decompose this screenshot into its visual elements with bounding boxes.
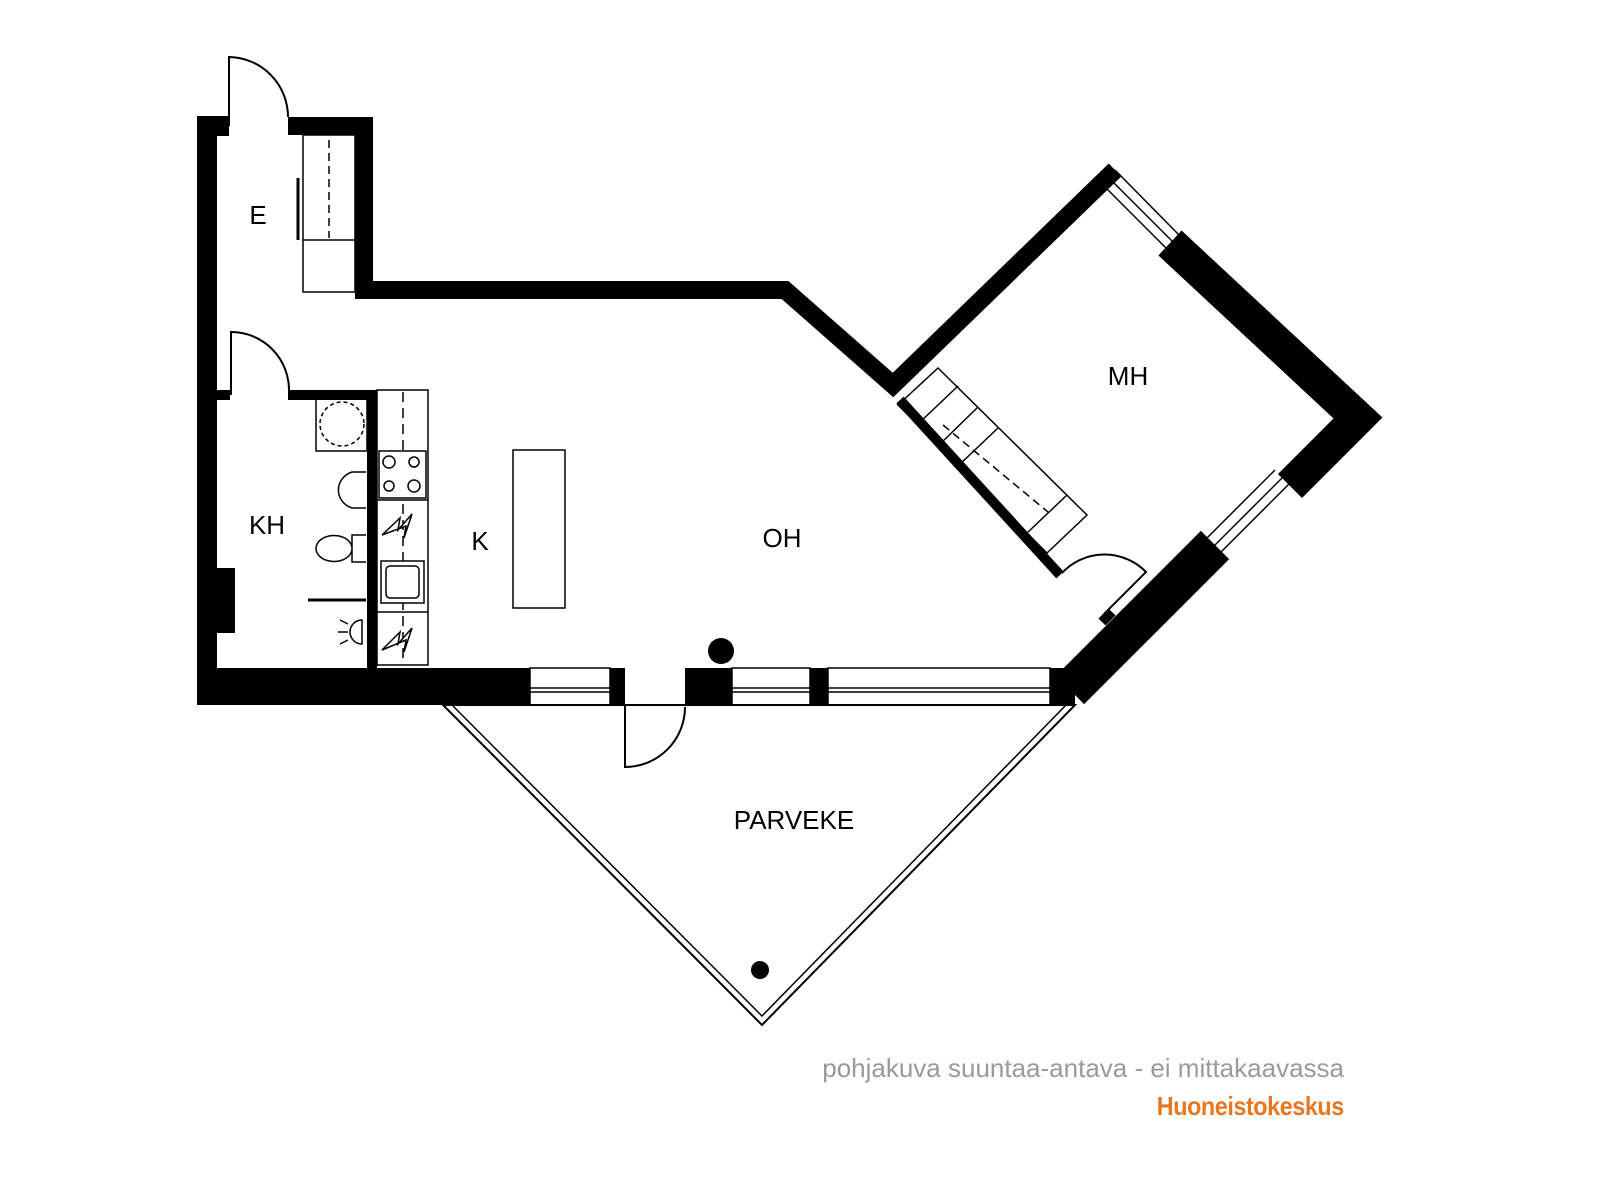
exterior-wall: [197, 668, 530, 705]
washbasin: [337, 471, 366, 509]
shower-head: [338, 619, 363, 645]
balcony-door[interactable]: [624, 705, 686, 769]
window: [529, 667, 611, 706]
bathroom-door[interactable]: [230, 330, 290, 395]
room-label-entry: E: [249, 200, 266, 230]
kitchen-counter: [376, 389, 429, 666]
room-label-bathroom: KH: [249, 510, 285, 540]
exterior-wall: [1158, 230, 1383, 499]
wardrobe: [896, 366, 1089, 555]
brand-logo: Huoneistokeskus: [1156, 1091, 1344, 1121]
room-label-living-room: OH: [763, 523, 802, 553]
entry-door[interactable]: [228, 55, 289, 126]
room-label-kitchen: K: [471, 526, 489, 556]
disclaimer-note: pohjakuva suuntaa-antava - ei mittakaava…: [822, 1053, 1344, 1083]
bathroom-wall: [288, 390, 377, 668]
exterior-wall: [810, 668, 828, 705]
room-label-balcony: PARVEKE: [734, 805, 854, 835]
closet: [296, 134, 356, 293]
kitchen-island: [512, 449, 566, 609]
stove: [378, 450, 427, 499]
wall-pillar: [217, 568, 235, 633]
bedroom-door[interactable]: [1061, 553, 1148, 615]
drain: [751, 961, 769, 979]
toilet: [315, 534, 366, 563]
window: [1204, 469, 1291, 554]
exterior-wall: [610, 668, 625, 705]
exterior-wall: [197, 116, 229, 705]
exterior-wall: [685, 668, 732, 705]
window: [827, 667, 1051, 706]
kitchen-sink: [380, 560, 425, 604]
bedroom-wall: [1098, 608, 1116, 626]
washing-machine: [315, 397, 368, 452]
exterior-wall: [1055, 530, 1230, 705]
room-label-bedroom: MH: [1108, 361, 1148, 391]
exterior-wall: [288, 117, 1122, 398]
bathroom-fixtures: [308, 397, 368, 645]
exterior-wall: [1050, 668, 1075, 705]
window: [1102, 169, 1183, 253]
column: [708, 638, 734, 664]
window: [731, 667, 811, 706]
